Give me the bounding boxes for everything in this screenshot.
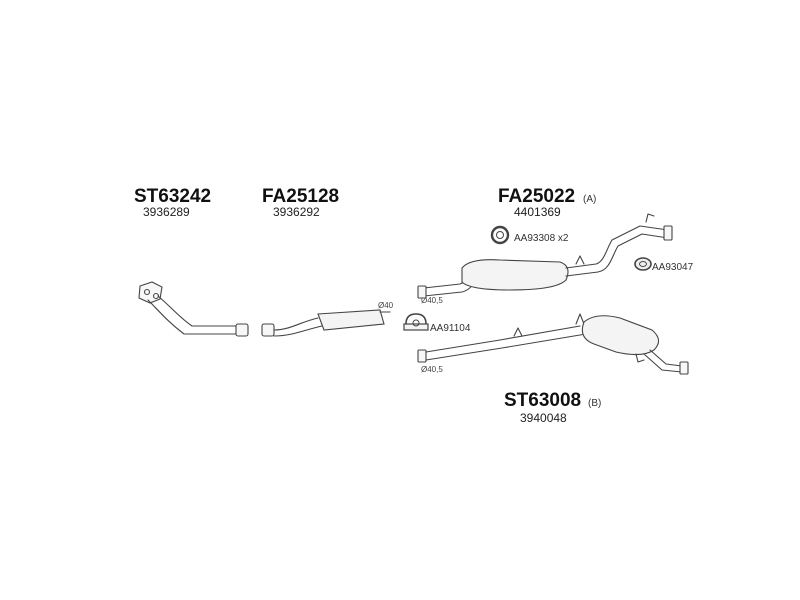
silencer-box bbox=[581, 315, 660, 356]
accessory-label-aa91104: AA91104 bbox=[430, 323, 471, 334]
part-number-3936289: 3936289 bbox=[143, 205, 190, 219]
silencer-box bbox=[461, 259, 569, 291]
pipe-end bbox=[663, 225, 673, 241]
part-code-st63242: ST63242 bbox=[134, 186, 211, 207]
hanger-bracket bbox=[635, 353, 645, 363]
center-silencer-fa25128 bbox=[261, 309, 391, 337]
rubber-ring-aa93308-icon bbox=[490, 225, 510, 245]
pipe-end bbox=[417, 349, 427, 363]
silencer-box bbox=[317, 309, 385, 331]
part-suffix-b: (B) bbox=[588, 398, 601, 409]
dimension-d40-5-lower: Ø40,5 bbox=[421, 365, 443, 374]
clamp-aa91104-icon bbox=[403, 313, 429, 331]
accessory-label-aa93308: AA93308 x2 bbox=[514, 233, 569, 244]
tail-pipe-end bbox=[679, 361, 689, 375]
rear-silencer-st63008 bbox=[417, 313, 689, 375]
part-code-fa25128: FA25128 bbox=[262, 186, 339, 207]
part-suffix-a: (A) bbox=[583, 194, 596, 205]
dimension-d40: Ø40 bbox=[378, 301, 394, 310]
intermediate-silencer-fa25022 bbox=[417, 213, 673, 299]
part-number-4401369: 4401369 bbox=[514, 205, 561, 219]
hanger-bracket bbox=[575, 255, 585, 265]
pipe-end bbox=[417, 285, 427, 299]
hanger-bracket bbox=[575, 313, 585, 325]
dimension-d40-5-upper: Ø40,5 bbox=[421, 296, 443, 305]
part-code-fa25022: FA25022 bbox=[498, 186, 575, 207]
part-code-st63008: ST63008 bbox=[504, 390, 581, 411]
accessory-label-aa93047: AA93047 bbox=[652, 262, 694, 273]
hanger-bracket bbox=[645, 213, 655, 223]
hanger-bracket bbox=[513, 327, 523, 337]
rubber-mount-aa93047-icon bbox=[634, 257, 652, 271]
joint-flange bbox=[235, 323, 249, 337]
part-number-3936292: 3936292 bbox=[273, 205, 320, 219]
front-pipe-st63242 bbox=[138, 281, 249, 337]
flange-hole bbox=[143, 288, 151, 296]
manifold-flange bbox=[138, 281, 163, 304]
part-number-3940048: 3940048 bbox=[520, 411, 567, 425]
joint-flange bbox=[261, 323, 275, 337]
